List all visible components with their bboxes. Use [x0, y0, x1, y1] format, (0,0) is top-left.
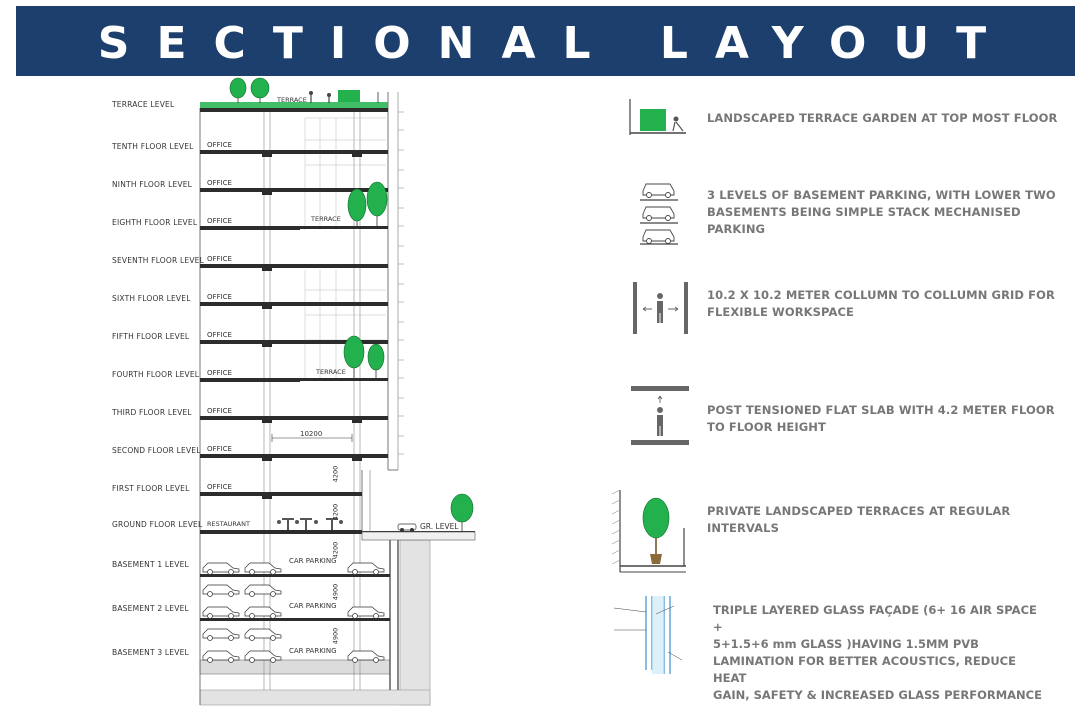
level-label-first: FIRST FLOOR LEVEL: [112, 484, 190, 493]
column-grid-icon: [633, 282, 688, 334]
car-wheel: [207, 591, 213, 597]
car-wheel: [373, 613, 379, 619]
level-label-second: SECOND FLOOR LEVEL: [112, 446, 201, 455]
note-flat-slab: POST TENSIONED FLAT SLAB WITH 4.2 METER …: [707, 402, 1055, 436]
dimension-label-3: 4200: [331, 541, 340, 559]
note-line: TRIPLE LAYERED GLASS FAÇADE (6+ 16 AIR S…: [713, 603, 1037, 634]
note-line: BASEMENTS BEING SIMPLE STACK MECHANISED: [707, 205, 1021, 219]
car-wheel: [270, 569, 276, 575]
gr-level-label: GR. LEVEL: [420, 522, 459, 531]
car-wheel: [249, 591, 255, 597]
level-label-fourth: FOURTH FLOOR LEVEL: [112, 370, 200, 379]
level-label-basement-3: BASEMENT 3 LEVEL: [112, 648, 189, 657]
page-title: SECTIONAL LAYOUT: [97, 18, 1014, 69]
car-wheel: [270, 591, 276, 597]
car-wheel: [249, 657, 255, 663]
level-label-terrace: TERRACE LEVEL: [112, 100, 175, 109]
use-label-second: OFFICE: [207, 445, 232, 453]
note-column-grid: 10.2 X 10.2 METER COLLUMN TO COLLUMN GRI…: [707, 287, 1055, 321]
level-label-ninth: NINTH FLOOR LEVEL: [112, 180, 193, 189]
note-line: INTERVALS: [707, 521, 779, 535]
use-label-basement-2: CAR PARKING: [289, 602, 337, 610]
use-label-ground: RESTAURANT: [207, 520, 250, 528]
level-label-basement-2: BASEMENT 2 LEVEL: [112, 604, 189, 613]
note-line: PRIVATE LANDSCAPED TERRACES AT REGULAR: [707, 504, 1011, 518]
car-wheel: [249, 613, 255, 619]
dimension-label-2: 4200: [331, 503, 340, 521]
car-wheel: [207, 657, 213, 663]
note-terrace-garden: LANDSCAPED TERRACE GARDEN AT TOP MOST FL…: [707, 110, 1057, 127]
note-line: 10.2 X 10.2 METER COLLUMN TO COLLUMN GRI…: [707, 288, 1055, 302]
triple-glass-icon: [613, 596, 683, 674]
use-label-sixth: OFFICE: [207, 293, 232, 301]
use-label-basement-1: CAR PARKING: [289, 557, 337, 565]
car-wheel: [270, 635, 276, 641]
car-wheel: [352, 613, 358, 619]
car-wheel: [207, 613, 213, 619]
note-private-terraces: PRIVATE LANDSCAPED TERRACES AT REGULAR I…: [707, 503, 1010, 537]
stack-parking-icon: [640, 183, 678, 245]
car-wheel: [228, 613, 234, 619]
terrace-fourth-label: TERRACE: [316, 368, 346, 376]
car-wheel: [352, 569, 358, 575]
note-basement-parking: 3 LEVELS OF BASEMENT PARKING, WITH LOWER…: [707, 187, 1056, 238]
note-line: 5+1.5+6 mm GLASS )HAVING 1.5MM PVB: [713, 637, 979, 651]
note-line: GAIN, SAFETY & INCREASED GLASS PERFORMAN…: [713, 688, 1042, 702]
car-wheel: [373, 569, 379, 575]
car-wheel: [373, 657, 379, 663]
use-label-basement-3: CAR PARKING: [289, 647, 337, 655]
note-line: 3 LEVELS OF BASEMENT PARKING, WITH LOWER…: [707, 188, 1056, 202]
use-label-fifth: OFFICE: [207, 331, 232, 339]
car-wheel: [228, 591, 234, 597]
title-banner: SECTIONAL LAYOUT: [16, 6, 1075, 76]
car-wheel: [228, 635, 234, 641]
use-label-third: OFFICE: [207, 407, 232, 415]
private-terrace-icon: [612, 490, 686, 573]
car-wheel: [270, 613, 276, 619]
note-line: FLEXIBLE WORKSPACE: [707, 305, 855, 319]
level-label-tenth: TENTH FLOOR LEVEL: [112, 142, 194, 151]
car-wheel: [249, 635, 255, 641]
level-label-third: THIRD FLOOR LEVEL: [112, 408, 192, 417]
level-label-eighth: EIGHTH FLOOR LEVEL: [112, 218, 198, 227]
terrace-roof-label: TERRACE: [277, 96, 307, 104]
grid-dimension-label: 10200: [300, 430, 323, 438]
car-wheel: [352, 657, 358, 663]
terrace-eighth-label: TERRACE: [311, 215, 341, 223]
use-label-ninth: OFFICE: [207, 179, 232, 187]
flat-slab-icon: [631, 386, 689, 445]
car-wheel: [270, 657, 276, 663]
use-label-eighth: OFFICE: [207, 217, 232, 225]
car-wheel: [207, 635, 213, 641]
use-label-tenth: OFFICE: [207, 141, 232, 149]
level-label-basement-1: BASEMENT 1 LEVEL: [112, 560, 189, 569]
car-wheel: [207, 569, 213, 575]
terrace-garden-icon: [629, 99, 686, 135]
note-line: LAMINATION FOR BETTER ACOUSTICS, REDUCE …: [713, 654, 1016, 685]
car-wheel: [228, 657, 234, 663]
car-wheel: [249, 569, 255, 575]
level-label-ground: GROUND FLOOR LEVEL: [112, 520, 203, 529]
note-line: LANDSCAPED TERRACE GARDEN AT TOP MOST FL…: [707, 111, 1058, 125]
level-label-seventh: SEVENTH FLOOR LEVEL: [112, 256, 204, 265]
level-label-fifth: FIFTH FLOOR LEVEL: [112, 332, 190, 341]
use-label-seventh: OFFICE: [207, 255, 232, 263]
dimension-label-4: 4900: [331, 583, 340, 601]
car-wheel: [228, 569, 234, 575]
dimension-label-1: 4200: [331, 465, 340, 483]
note-triple-glass: TRIPLE LAYERED GLASS FAÇADE (6+ 16 AIR S…: [713, 602, 1043, 704]
use-label-first: OFFICE: [207, 483, 232, 491]
dimension-label-5: 4900: [331, 627, 340, 645]
note-line: TO FLOOR HEIGHT: [707, 420, 826, 434]
use-label-fourth: OFFICE: [207, 369, 232, 377]
level-label-sixth: SIXTH FLOOR LEVEL: [112, 294, 191, 303]
note-line: PARKING: [707, 222, 766, 236]
note-line: POST TENSIONED FLAT SLAB WITH 4.2 METER …: [707, 403, 1055, 417]
